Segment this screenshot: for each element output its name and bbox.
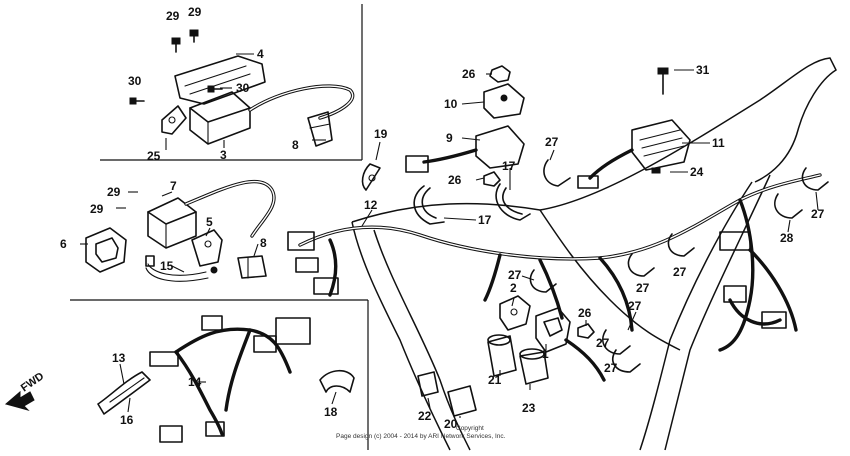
callout-26: 26	[448, 173, 462, 187]
callout-30: 30	[236, 81, 250, 95]
fwd-direction-indicator: FWD	[4, 370, 46, 411]
main-wire-harness	[287, 173, 822, 352]
callout-20: 20	[444, 417, 458, 431]
callout-27: 27	[508, 268, 522, 282]
part-4-cover	[174, 55, 266, 105]
part-25-bracket	[161, 105, 187, 135]
part-15-wire-lead	[145, 255, 209, 282]
part-3-ignition-coil	[189, 84, 355, 145]
callout-13: 13	[112, 351, 126, 365]
callout-5: 5	[206, 215, 213, 229]
part-18-clamp	[319, 369, 355, 393]
callout-15: 15	[160, 259, 174, 273]
callout-29: 29	[188, 5, 202, 19]
callout-7: 7	[170, 179, 177, 193]
callout-26: 26	[462, 67, 476, 81]
callout-21: 21	[488, 373, 502, 387]
part-23-sleeve	[519, 348, 549, 385]
credit-line-2: Page design (c) 2004 - 2014 by ARI Netwo…	[336, 433, 506, 440]
part-28-clip	[774, 193, 803, 219]
callout-23: 23	[522, 401, 536, 415]
callout-29: 29	[90, 202, 104, 216]
part-17-clamp-left	[413, 185, 445, 225]
part-17-clamp-right	[495, 183, 531, 221]
part-26-nut-low	[577, 323, 595, 339]
callout-27: 27	[545, 135, 559, 149]
callout-29: 29	[166, 9, 180, 23]
callout-1: 1	[542, 347, 549, 361]
callout-27: 27	[811, 207, 825, 221]
callout-27: 27	[628, 299, 642, 313]
callout-27: 27	[673, 265, 687, 279]
callout-28: 28	[780, 231, 794, 245]
part-27-clip-e	[602, 329, 631, 355]
credit-line-1: Copyright	[456, 425, 484, 432]
leader-lines	[80, 53, 819, 418]
callout-25: 25	[147, 149, 161, 163]
part-2-condenser	[499, 295, 531, 331]
callout-2: 2	[510, 281, 517, 295]
part-21-sleeve	[487, 334, 517, 377]
callout-22: 22	[418, 409, 432, 423]
callout-24: 24	[690, 165, 704, 179]
callout-31: 31	[696, 63, 710, 77]
callout-14: 14	[188, 375, 202, 389]
callout-26: 26	[578, 306, 592, 320]
part-13-16-sleeve	[97, 371, 151, 415]
part-8-spark-plug-cap-lower	[237, 255, 267, 279]
right-connectors	[723, 248, 798, 332]
part-11-rectifier	[577, 119, 691, 189]
part-6-rubber-mount	[85, 227, 127, 273]
bolts-upper-inset	[129, 29, 223, 105]
callout-16: 16	[120, 413, 134, 427]
part-26-nut-mid	[483, 171, 501, 187]
callout-11: 11	[712, 136, 725, 150]
part-27-clip-d	[667, 233, 695, 257]
part-19-wire-clip	[361, 163, 381, 191]
fwd-label: FWD	[19, 370, 46, 394]
lower-left-inset-frame	[70, 299, 369, 450]
part-14-sub-harness	[149, 315, 311, 443]
callout-numbers: 29 29 4 30 30 8 25 3 7 29 29 5 6 8 15 19…	[60, 5, 825, 431]
callout-6: 6	[60, 237, 67, 251]
upper-left-inset-frame	[100, 4, 363, 161]
callout-30: 30	[128, 74, 142, 88]
callout-17: 17	[478, 213, 492, 227]
callout-4: 4	[257, 47, 264, 61]
part-27-clip-c	[627, 253, 655, 277]
callout-17: 17	[502, 159, 516, 173]
part-8-spark-plug-cap-upper	[307, 111, 333, 147]
motorcycle-frame-outline	[351, 57, 837, 451]
part-7-ignition-coil	[147, 179, 276, 249]
part-24-fastener	[651, 167, 661, 174]
callout-27: 27	[604, 361, 618, 375]
part-27-clip-g	[801, 167, 829, 191]
copyright-credit: Copyright Page design (c) 2004 - 2014 by…	[336, 425, 506, 440]
callout-29: 29	[107, 185, 121, 199]
callout-9: 9	[446, 131, 453, 145]
callout-10: 10	[444, 97, 458, 111]
part-27-clip-b	[529, 269, 557, 293]
part-27-clip-f	[612, 349, 641, 373]
part-26-nut-top	[489, 65, 511, 83]
part-9-relay-with-connector	[405, 125, 525, 173]
callout-19: 19	[374, 127, 388, 141]
part-5-clamp-bracket	[191, 229, 223, 274]
part-10-relay	[483, 83, 525, 119]
part-1-ignition-switch	[535, 307, 606, 382]
callout-12: 12	[364, 198, 378, 212]
part-27-clip-a	[543, 159, 571, 187]
callout-8: 8	[260, 236, 267, 250]
callout-18: 18	[324, 405, 338, 419]
part-20-cap	[447, 385, 477, 417]
part-31-bolt	[657, 67, 669, 95]
callout-27: 27	[596, 336, 610, 350]
callout-8: 8	[292, 138, 299, 152]
callout-27: 27	[636, 281, 650, 295]
callout-3: 3	[220, 148, 227, 162]
part-22-connector	[417, 371, 439, 397]
